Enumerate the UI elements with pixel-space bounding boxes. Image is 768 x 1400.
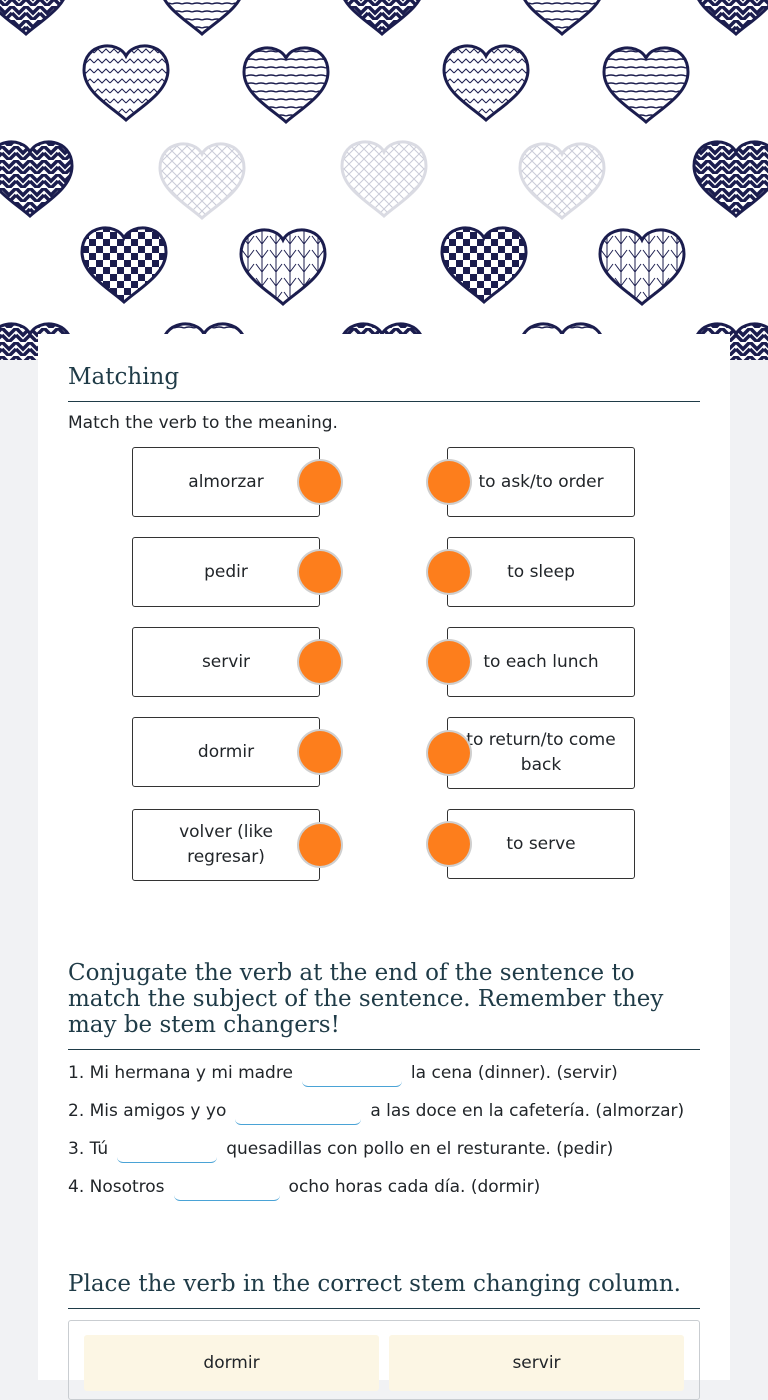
sentence-end: ocho horas cada día. (dormir) <box>288 1177 541 1197</box>
sentence-start: 4. Nosotros <box>68 1177 165 1197</box>
verb-bank: dormir servir <box>68 1320 700 1400</box>
header-banner <box>0 0 768 360</box>
match-left-connector[interactable] <box>299 551 341 593</box>
match-right-label: to each lunch <box>483 651 599 672</box>
match-left-connector[interactable] <box>299 461 341 503</box>
match-left-connector[interactable] <box>299 731 341 773</box>
conjugate-title: Conjugate the verb at the end of the sen… <box>68 960 664 1038</box>
match-right-label: to ask/to order <box>478 471 604 492</box>
match-right-item[interactable]: to serve <box>447 809 635 879</box>
match-left-connector[interactable] <box>299 641 341 683</box>
match-right-label: to return/to come back <box>466 730 616 775</box>
match-right-label: to sleep <box>507 561 575 582</box>
match-right-connector[interactable] <box>428 641 470 683</box>
match-right-item[interactable]: to return/to come back <box>447 717 635 789</box>
verb-chip[interactable]: dormir <box>84 1335 379 1391</box>
match-left-label: dormir <box>197 741 255 762</box>
answer-blank[interactable] <box>173 1174 280 1201</box>
sentence-end: quesadillas con pollo en el resturante. … <box>226 1139 614 1159</box>
sentence-row: 2. Mis amigos y yo a las doce en la cafe… <box>68 1096 684 1126</box>
match-left-label: servir <box>201 651 251 672</box>
sentence-start: 2. Mis amigos y yo <box>68 1101 227 1121</box>
match-right-item[interactable]: to ask/to order <box>447 447 635 517</box>
sentence-end: a las doce en la cafetería. (almorzar) <box>370 1101 685 1121</box>
answer-blank[interactable] <box>117 1136 218 1163</box>
hearts-pattern <box>0 0 768 360</box>
sentence-row: 1. Mi hermana y mi madre la cena (dinner… <box>68 1058 618 1088</box>
match-left-item[interactable]: dormir <box>132 717 320 787</box>
match-right-connector[interactable] <box>428 461 470 503</box>
match-right-connector[interactable] <box>428 823 470 865</box>
verb-chip[interactable]: servir <box>389 1335 684 1391</box>
match-right-item[interactable]: to each lunch <box>447 627 635 697</box>
match-left-item[interactable]: pedir <box>132 537 320 607</box>
sentence-start: 1. Mi hermana y mi madre <box>68 1063 293 1083</box>
worksheet: Matching Match the verb to the meaning. … <box>38 334 730 1400</box>
match-left-label: almorzar <box>188 471 264 492</box>
matching-divider <box>68 401 700 402</box>
match-left-item[interactable]: almorzar <box>132 447 320 517</box>
match-left-connector[interactable] <box>299 824 341 866</box>
sentence-end: la cena (dinner). (servir) <box>410 1063 618 1083</box>
match-right-item[interactable]: to sleep <box>447 537 635 607</box>
columns-divider <box>68 1308 700 1309</box>
columns-title: Place the verb in the correct stem chang… <box>68 1271 681 1297</box>
sentence-row: 3. Tú quesadillas con pollo en el restur… <box>68 1134 613 1164</box>
answer-blank[interactable] <box>301 1060 402 1087</box>
matching-title: Matching <box>68 364 180 390</box>
sentence-row: 4. Nosotros ocho horas cada día. (dormir… <box>68 1172 540 1202</box>
match-right-connector[interactable] <box>428 732 470 774</box>
match-left-label: pedir <box>204 561 248 582</box>
matching-instruction: Match the verb to the meaning. <box>68 413 338 433</box>
match-right-label: to serve <box>506 833 576 854</box>
match-right-connector[interactable] <box>428 551 470 593</box>
answer-blank[interactable] <box>235 1098 362 1125</box>
sentence-start: 3. Tú <box>68 1139 109 1159</box>
conjugate-divider <box>68 1049 700 1050</box>
match-left-item[interactable]: volver (like regresar) <box>132 809 320 881</box>
match-left-label: volver (like regresar) <box>179 822 273 867</box>
match-left-item[interactable]: servir <box>132 627 320 697</box>
